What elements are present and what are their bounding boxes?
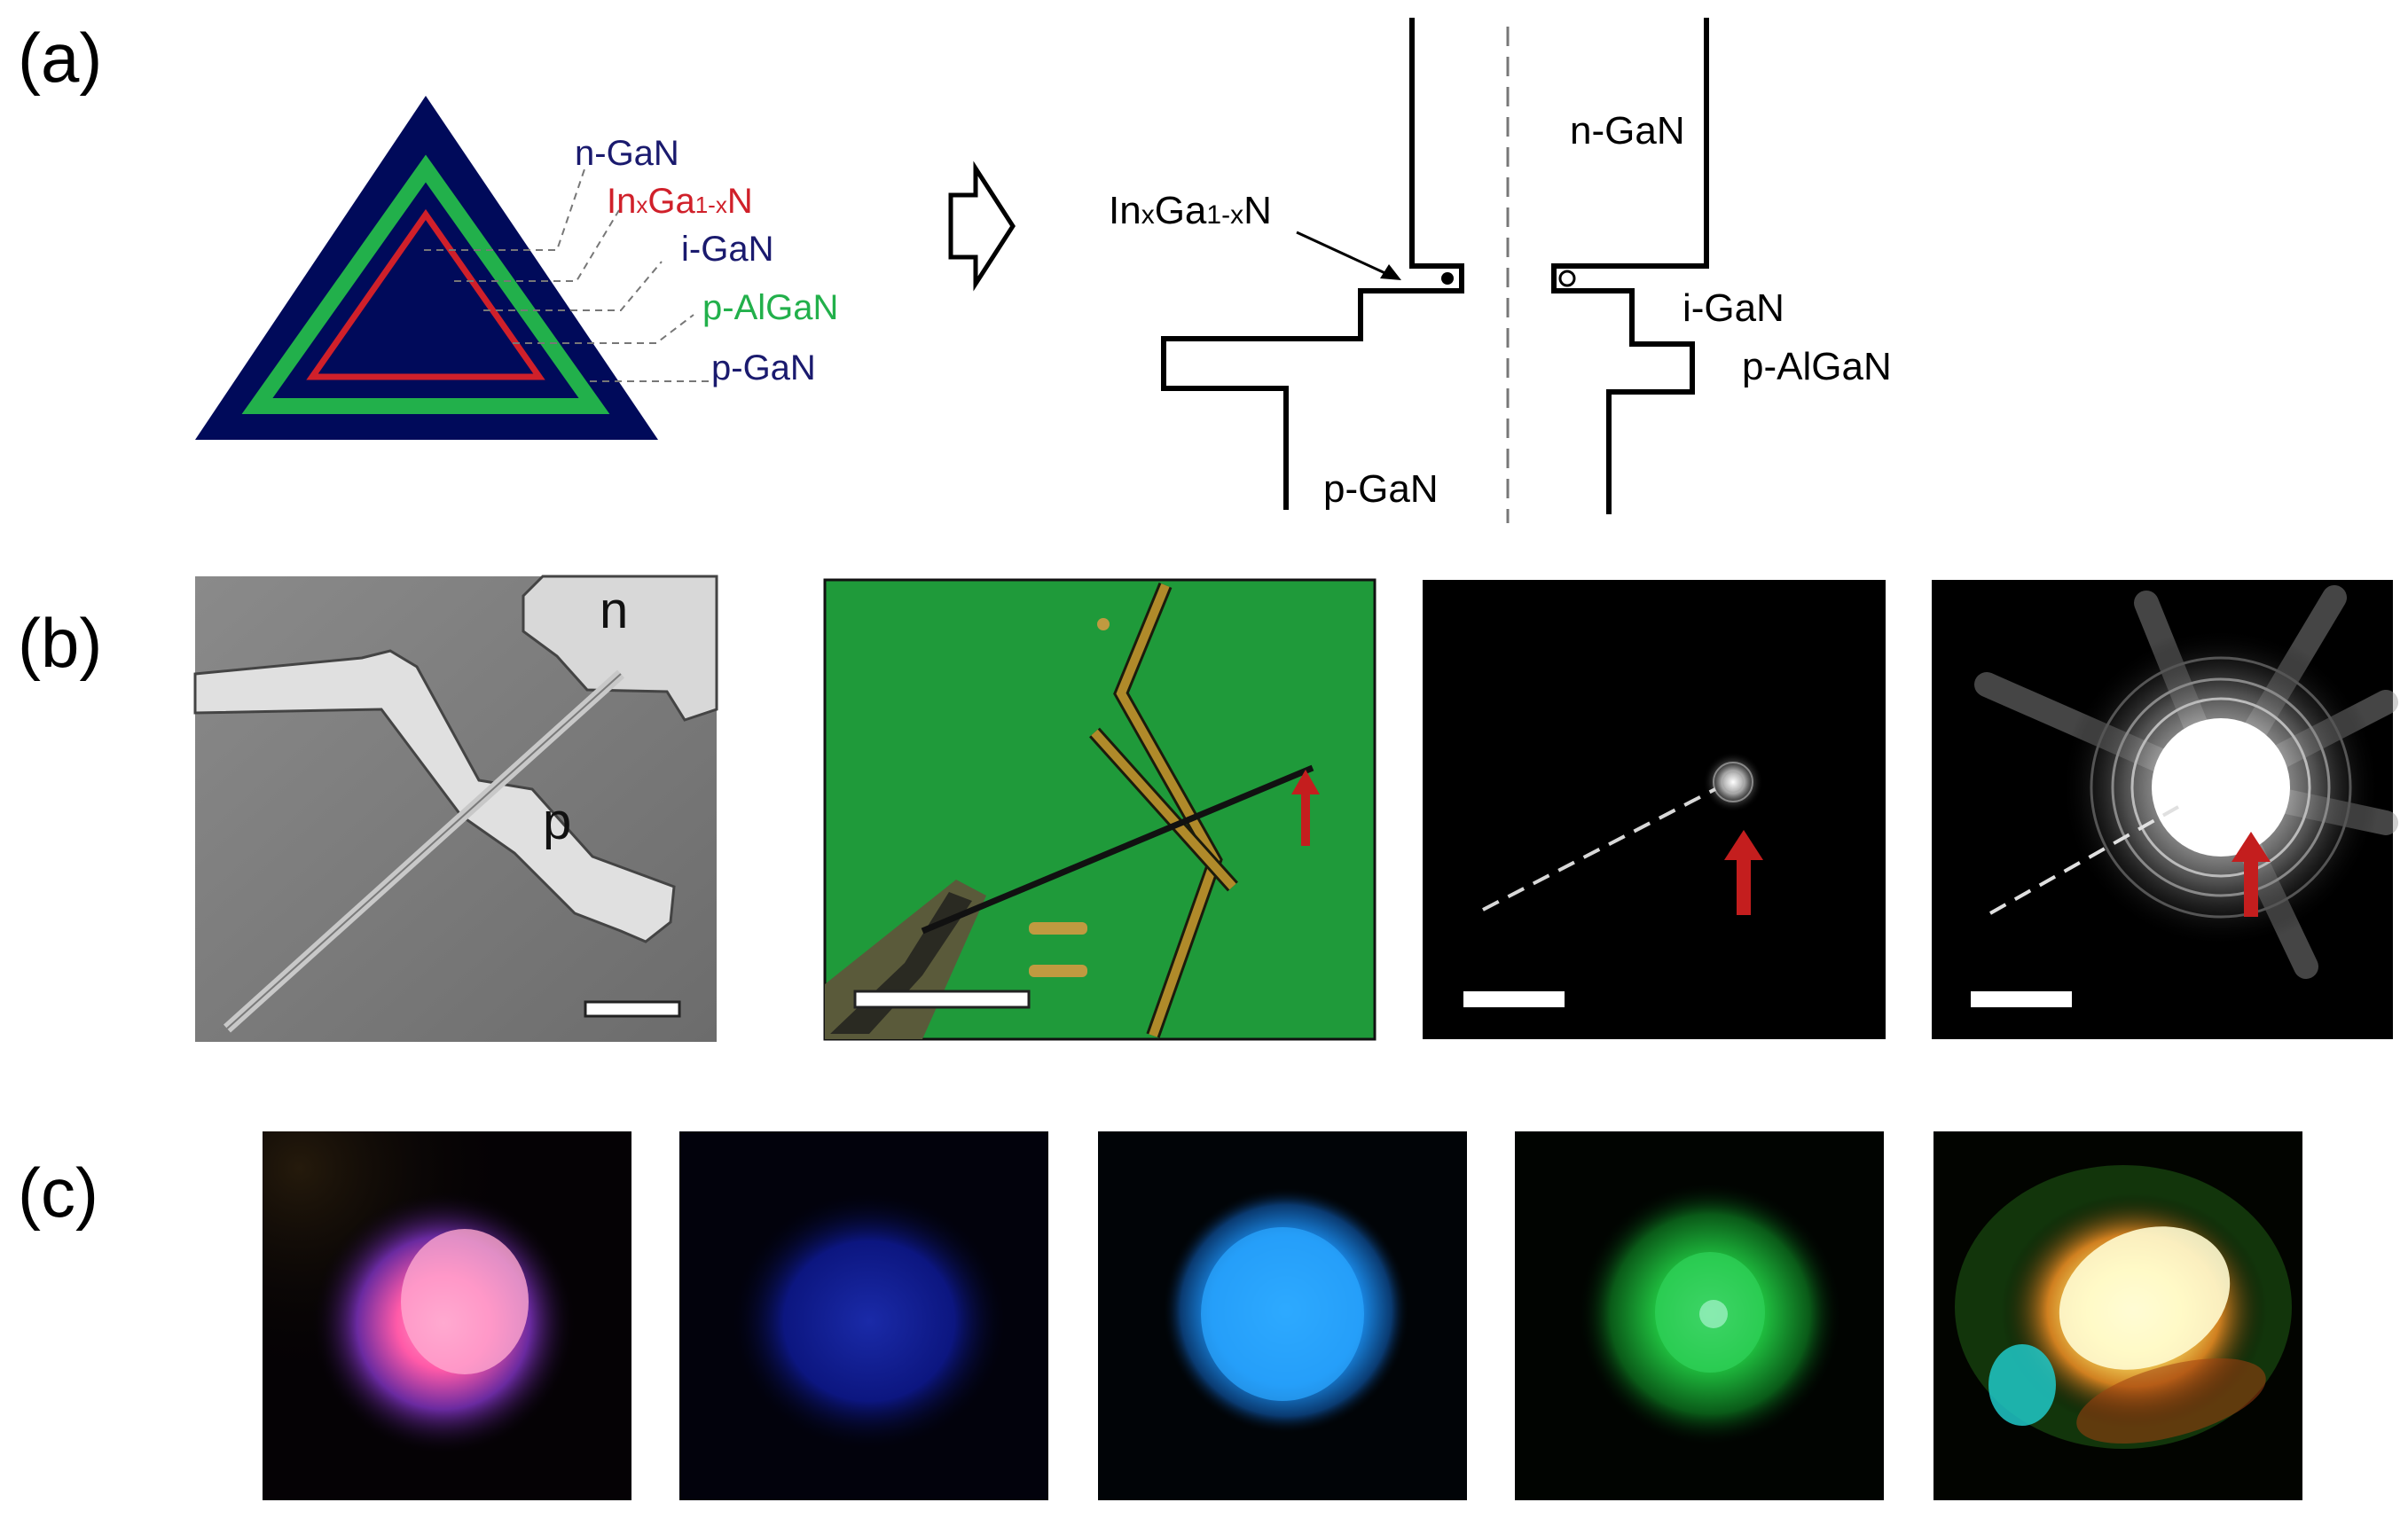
hole-circle-icon — [1558, 270, 1576, 287]
emission-green — [1515, 1131, 1884, 1500]
ingan-pointer-line — [1296, 231, 1390, 277]
gold-pad-2 — [1029, 965, 1087, 977]
triangle-outer-p-gan — [195, 96, 658, 440]
label-i-gan-triangle: i-GaN — [681, 230, 773, 269]
scale-bar-optical — [853, 990, 1031, 1009]
label-p-gan-band: p-GaN — [1323, 467, 1439, 511]
scale-bar-emission-strong — [1971, 991, 2072, 1007]
leader-lines — [424, 166, 710, 382]
label-p-gan-triangle: p-GaN — [711, 348, 816, 387]
triangle-green-p-algan — [241, 154, 610, 414]
sem-label-n: n — [600, 582, 628, 639]
emission-spot-weak — [1703, 752, 1763, 812]
emission-yellow — [1933, 1131, 2302, 1500]
label-i-gan-band: i-GaN — [1682, 286, 1784, 330]
sem-label-p: p — [543, 793, 571, 850]
emission-red-arrow-icon-strong — [2232, 832, 2271, 917]
label-n-gan-triangle: n-GaN — [575, 134, 679, 173]
label-p-algan-triangle: p-AlGaN — [702, 288, 838, 327]
emission-red-arrow-icon-weak — [1724, 830, 1763, 915]
electron-dot-icon — [1441, 272, 1454, 285]
sem-n-contact — [522, 575, 718, 722]
optical-nanowire — [921, 764, 1314, 935]
panel-label-a: (a) — [18, 19, 103, 97]
emission-image-strong — [1932, 580, 2398, 1039]
panel-label-c: (c) — [18, 1154, 98, 1232]
label-p-algan-band: p-AlGaN — [1742, 345, 1892, 388]
band-diagram — [1161, 18, 1709, 514]
optical-red-arrow-icon — [1291, 770, 1320, 846]
scale-bar-sem — [584, 1000, 681, 1018]
panel-label-b: (b) — [18, 604, 103, 682]
label-ingan-band: InxGa1-xN — [1109, 189, 1272, 232]
band-left-profile — [1161, 18, 1464, 510]
sem-p-contact — [193, 649, 676, 943]
core-shell-triangle — [195, 96, 658, 440]
sem-image: n p — [193, 575, 718, 1042]
emission-pink — [263, 1131, 631, 1500]
nanowire-dashed-trace-strong — [1989, 805, 2179, 915]
hollow-right-arrow-icon — [948, 160, 1016, 292]
label-ingan-triangle: InxGa1-xN — [607, 182, 753, 221]
band-right-profile — [1551, 18, 1709, 514]
optical-image — [823, 578, 1377, 1041]
gold-pad-1 — [1029, 922, 1087, 935]
emission-spot-strong — [2152, 718, 2290, 857]
color-emission-images — [263, 1131, 2302, 1500]
emission-cyan — [1098, 1131, 1467, 1500]
emission-image-weak — [1423, 580, 1886, 1039]
triangle-red-ingan — [306, 208, 545, 380]
nanowire-dashed-trace-weak — [1482, 787, 1716, 912]
label-n-gan-band: n-GaN — [1570, 109, 1685, 153]
emission-blue — [679, 1131, 1048, 1500]
scale-bar-emission-weak — [1463, 991, 1565, 1007]
ingan-pointer-arrowhead-icon — [1380, 264, 1401, 280]
